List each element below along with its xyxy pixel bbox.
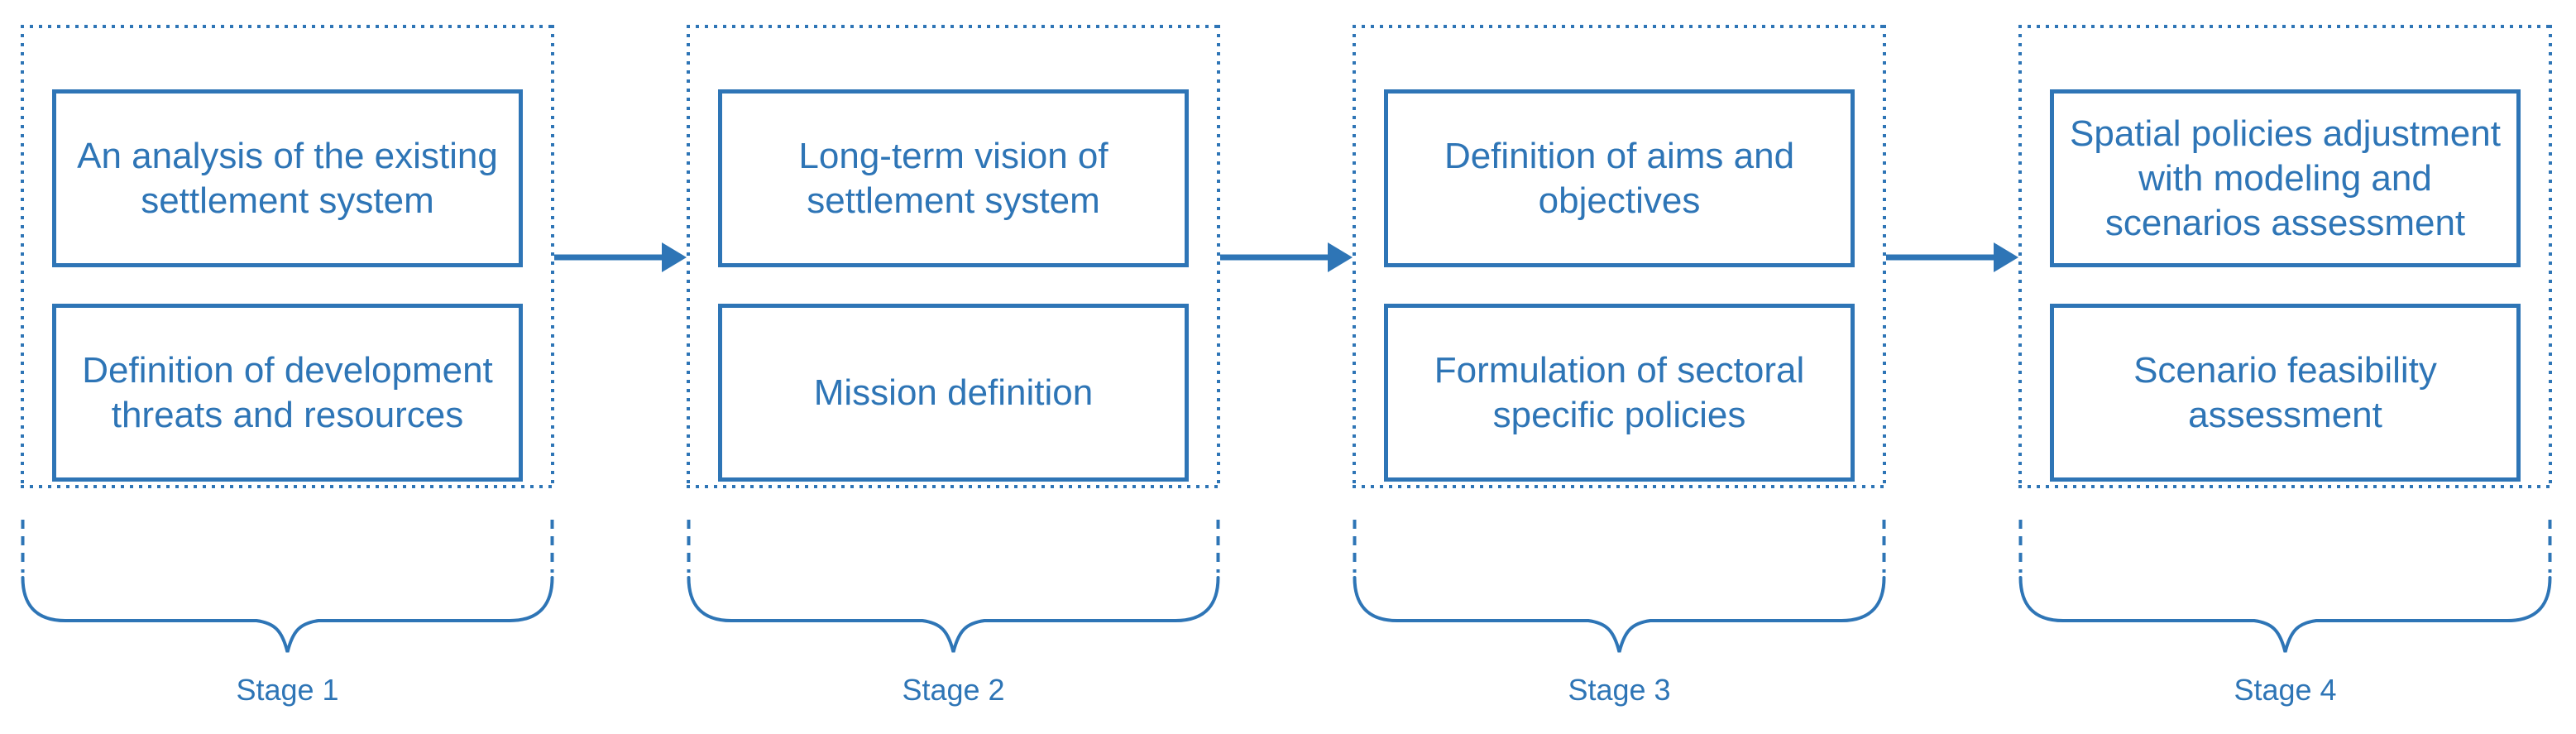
- stage-1: An analysis of the existing settlement s…: [21, 0, 687, 734]
- underbrace: [21, 576, 554, 653]
- underbrace: [2018, 576, 2552, 653]
- stage-2: Long-term vision of settlement system Mi…: [687, 0, 1353, 734]
- stage-1-container: An analysis of the existing settlement s…: [21, 25, 554, 488]
- process-box: Scenario feasibility assessment: [2050, 304, 2521, 482]
- right-arrow-icon: [554, 242, 687, 272]
- stage-label: Stage 3: [1568, 673, 1671, 707]
- stage-3-brace: [1353, 520, 1886, 653]
- stage-4-brace: [2018, 520, 2552, 653]
- stage-label: Stage 1: [236, 673, 339, 707]
- process-box: Definition of aims and objectives: [1384, 89, 1855, 267]
- process-box: Formulation of sectoral specific policie…: [1384, 304, 1855, 482]
- stage-1-brace: [21, 520, 554, 653]
- process-box: Long-term vision of settlement system: [718, 89, 1189, 267]
- stage-4-container: Spatial policies adjustment with modelin…: [2018, 25, 2552, 488]
- underbrace: [687, 576, 1220, 653]
- right-arrow-icon: [1886, 242, 2018, 272]
- stage-label: Stage 4: [2234, 673, 2337, 707]
- process-box: Mission definition: [718, 304, 1189, 482]
- stage-2-container: Long-term vision of settlement system Mi…: [687, 25, 1220, 488]
- stage-2-brace: [687, 520, 1220, 653]
- stage-label: Stage 2: [902, 673, 1005, 707]
- process-box: Definition of development threats and re…: [52, 304, 523, 482]
- underbrace: [1353, 576, 1886, 653]
- stage-4: Spatial policies adjustment with modelin…: [2018, 0, 2552, 734]
- stage-3: Definition of aims and objectives Formul…: [1353, 0, 2018, 734]
- process-box: An analysis of the existing settlement s…: [52, 89, 523, 267]
- process-box: Spatial policies adjustment with modelin…: [2050, 89, 2521, 267]
- stage-3-container: Definition of aims and objectives Formul…: [1353, 25, 1886, 488]
- right-arrow-icon: [1220, 242, 1353, 272]
